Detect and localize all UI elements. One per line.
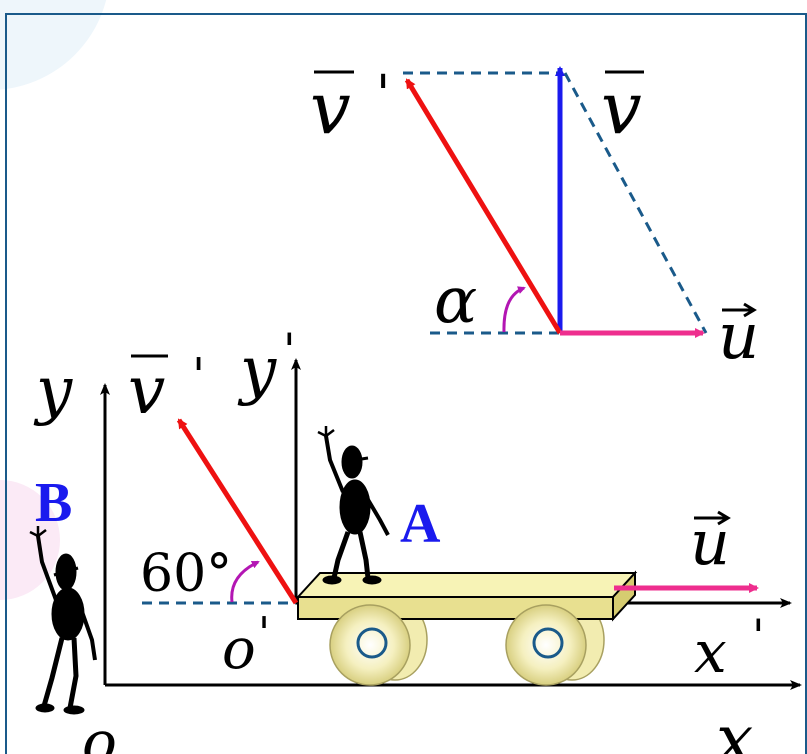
y-axis-label: y xyxy=(33,354,73,428)
o-prime-letter: o xyxy=(222,617,256,682)
v-prime-cart-label: v ' xyxy=(128,348,205,429)
person-a-raised-arm xyxy=(324,435,345,493)
person-a-figure xyxy=(317,426,390,585)
v-prime-prime-mark: ' xyxy=(376,65,390,125)
person-b-right-leg xyxy=(67,637,79,709)
v-prime-cart-letter: v xyxy=(128,352,165,429)
x-prime-label: x ' xyxy=(694,609,765,686)
y-prime-mark: ' xyxy=(283,323,296,377)
observer-b-label: B xyxy=(35,472,72,534)
u-cart-label: u xyxy=(690,506,731,579)
v-prime-cart-mark: ' xyxy=(192,348,205,404)
velocity-triangle: v ' v u α xyxy=(310,65,759,374)
y-prime-axis-label: y ' xyxy=(237,323,296,408)
x-prime-mark: ' xyxy=(752,609,765,663)
person-b-figure xyxy=(29,526,97,715)
v-prime-vector-cart xyxy=(176,418,299,605)
o-prime-mark: ' xyxy=(258,608,270,659)
v-prime-vector-red xyxy=(404,78,563,335)
person-a-lower-arm xyxy=(365,496,390,536)
person-b-left-leg xyxy=(41,637,65,707)
label-v-prime-triangle: v ' xyxy=(310,65,390,150)
person-a-right-leg xyxy=(357,531,371,579)
person-b-raised-arm xyxy=(36,535,58,601)
v-letter: v xyxy=(601,66,642,150)
y-prime-letter: y xyxy=(237,334,277,408)
label-u-triangle: u xyxy=(718,300,759,374)
x-prime-letter: x xyxy=(694,618,727,686)
label-v-triangle: v xyxy=(601,66,644,150)
observer-a-label: A xyxy=(400,493,441,555)
person-b-lower-arm xyxy=(78,605,97,661)
wheel-front-left-hub xyxy=(356,627,388,659)
panel-border xyxy=(5,13,807,754)
wheel-front-right-hub xyxy=(532,627,564,659)
sixty-degree-label: 60° xyxy=(140,544,232,604)
cart-top xyxy=(295,572,638,598)
o-prime-label: o ' xyxy=(222,608,270,682)
person-a-body xyxy=(339,479,371,535)
alpha-label: α xyxy=(434,264,477,338)
v-prime-letter: v xyxy=(310,66,351,150)
x-axis-label: x xyxy=(716,701,753,754)
alpha-angle-arc xyxy=(502,286,526,333)
cart xyxy=(295,570,638,686)
u-cart-arrow-head xyxy=(717,510,731,526)
triangle-side-dash xyxy=(563,72,708,334)
cart-side xyxy=(612,570,636,622)
person-b-body xyxy=(51,587,85,641)
person-a-left-leg xyxy=(331,531,351,579)
o-label: o xyxy=(82,708,117,754)
wheel-front-right xyxy=(505,604,587,686)
sixty-degree-arc xyxy=(230,560,260,603)
wheel-front-left xyxy=(329,604,411,686)
u-arrow-head xyxy=(743,302,757,318)
